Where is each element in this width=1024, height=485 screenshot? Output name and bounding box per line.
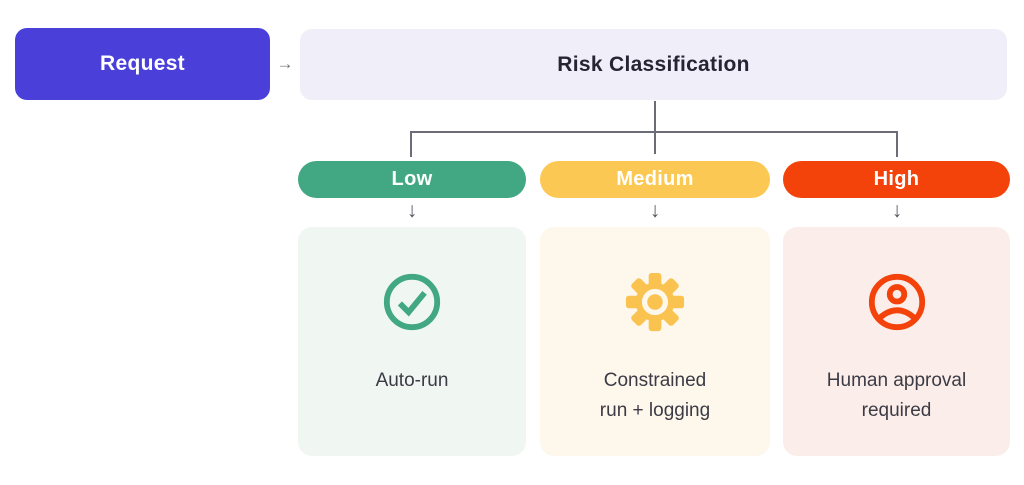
outcome-label-medium: Constrained run + logging: [599, 370, 711, 421]
gear-icon: [625, 272, 685, 332]
outcome-card-low: Auto-run: [298, 227, 526, 456]
down-arrow-icon: ↓: [406, 199, 418, 222]
branch-pill-medium-label: Medium: [616, 168, 694, 190]
user-circle-icon: [868, 273, 925, 331]
connector-vertical-left: [410, 131, 412, 157]
branch-pill-high: High: [783, 161, 1010, 198]
connector-vertical-right: [896, 131, 898, 157]
down-arrow-icon: ↓: [649, 199, 661, 222]
outcome-card-high: Human approval required: [783, 227, 1010, 456]
request-node: Request: [15, 28, 270, 100]
request-label: Request: [100, 52, 185, 75]
outcome-card-medium: Constrained run + logging: [540, 227, 770, 456]
connector-vertical-center: [654, 101, 656, 154]
outcome-label-low: Auto-run: [375, 370, 449, 391]
branch-pill-low-label: Low: [391, 168, 433, 190]
right-arrow-icon: →: [276, 54, 294, 73]
branch-pill-high-label: High: [873, 168, 920, 190]
down-arrow-icon: ↓: [891, 199, 903, 222]
connector-horizontal: [410, 131, 898, 133]
outcome-label-high: Human approval required: [826, 370, 967, 421]
check-circle-icon: [383, 273, 441, 331]
branch-pill-low: Low: [298, 161, 526, 198]
branch-pill-medium: Medium: [540, 161, 770, 198]
risk-classification-node: Risk Classification: [300, 29, 1007, 100]
risk-classification-label: Risk Classification: [557, 52, 750, 76]
